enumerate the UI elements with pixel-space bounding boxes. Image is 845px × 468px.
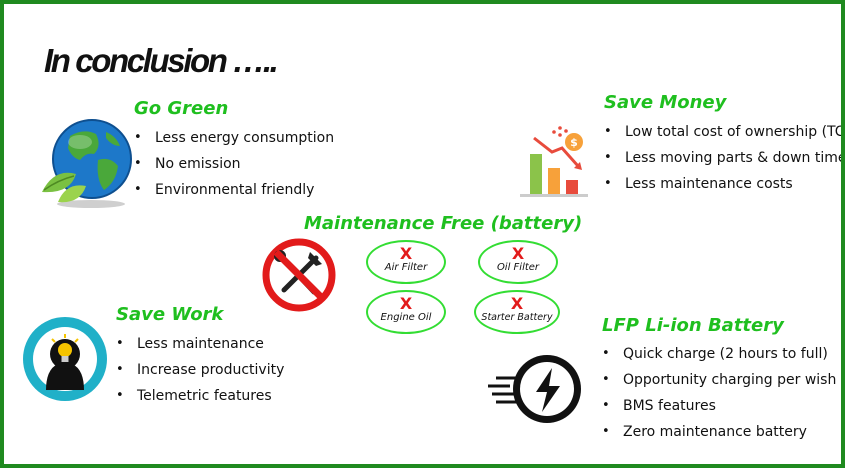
no-tools-icon xyxy=(260,236,338,314)
list-item: Quick charge (2 hours to full) xyxy=(600,346,836,362)
x-mark-icon: X xyxy=(510,294,524,313)
x-mark-icon: X xyxy=(399,294,413,313)
oil-filter-item: X Oil Filter xyxy=(478,240,558,284)
svg-text:$: $ xyxy=(570,136,578,149)
list-item: Less maintenance costs xyxy=(602,176,841,192)
lightbulb-head-icon xyxy=(22,316,108,402)
list-item: Less energy consumption xyxy=(132,130,334,146)
save-money-heading: Save Money xyxy=(604,92,727,113)
page-title: In conclusion ….. xyxy=(44,42,279,79)
item-label: Starter Battery xyxy=(481,312,553,323)
list-item: Environmental friendly xyxy=(132,182,334,198)
save-work-heading: Save Work xyxy=(116,304,224,325)
list-item: Less maintenance xyxy=(114,336,284,352)
money-down-chart-icon: $ xyxy=(516,122,594,200)
list-item: No emission xyxy=(132,156,334,172)
lfp-heading: LFP Li-ion Battery xyxy=(602,315,784,336)
list-item: Less moving parts & down time xyxy=(602,150,841,166)
item-label: Air Filter xyxy=(384,262,428,273)
fast-charge-icon xyxy=(484,350,584,428)
x-mark-icon: X xyxy=(511,244,525,263)
engine-oil-item: X Engine Oil xyxy=(366,290,446,334)
maintenance-heading: Maintenance Free (battery) xyxy=(304,213,583,234)
item-label: Oil Filter xyxy=(496,262,540,273)
go-green-list: Less energy consumption No emission Envi… xyxy=(132,130,334,208)
list-item: Low total cost of ownership (TCO) xyxy=(602,124,841,140)
list-item: Increase productivity xyxy=(114,362,284,378)
air-filter-item: X Air Filter xyxy=(366,240,446,284)
list-item: Telemetric features xyxy=(114,388,284,404)
starter-battery-item: X Starter Battery xyxy=(474,290,560,334)
go-green-heading: Go Green xyxy=(134,98,229,119)
save-work-list: Less maintenance Increase productivity T… xyxy=(114,336,284,414)
item-label: Engine Oil xyxy=(380,312,432,323)
list-item: Opportunity charging per wish xyxy=(600,372,836,388)
lfp-list: Quick charge (2 hours to full) Opportuni… xyxy=(600,346,836,450)
earth-leaf-icon xyxy=(36,112,134,210)
x-mark-icon: X xyxy=(399,244,413,263)
list-item: BMS features xyxy=(600,398,836,414)
save-money-list: Low total cost of ownership (TCO) Less m… xyxy=(602,124,841,202)
list-item: Zero maintenance battery xyxy=(600,424,836,440)
